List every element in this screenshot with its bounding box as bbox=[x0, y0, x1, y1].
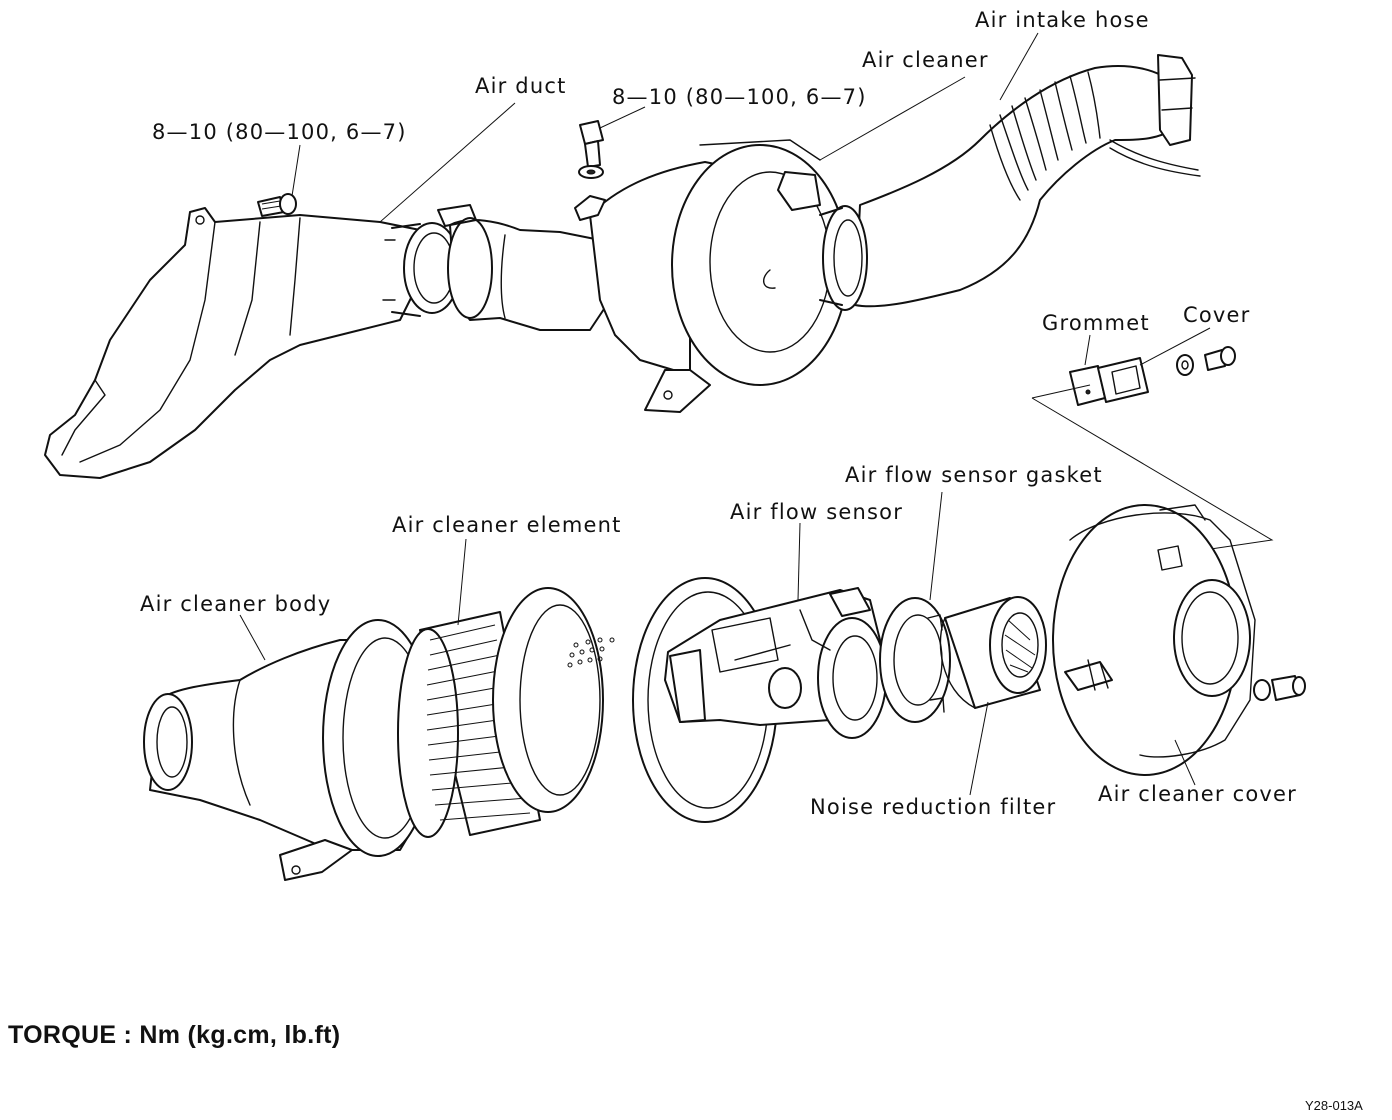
label-air-flow-sensor: Air flow sensor bbox=[730, 500, 904, 524]
label-air-intake-hose: Air intake hose bbox=[975, 8, 1150, 32]
label-torque-duct: 8—10 (80—100, 6—7) bbox=[152, 120, 407, 144]
figure-code: Y28-013A bbox=[1305, 1098, 1363, 1113]
grommet-cover-parts bbox=[1031, 346, 1274, 556]
label-air-cleaner-cover: Air cleaner cover bbox=[1098, 782, 1297, 806]
air-flow-sensor-gasket-part bbox=[879, 597, 951, 723]
duct-bolt bbox=[257, 193, 297, 217]
air-duct-part bbox=[44, 207, 461, 479]
label-air-duct: Air duct bbox=[475, 74, 567, 98]
label-air-cleaner-element: Air cleaner element bbox=[392, 513, 622, 537]
air-cleaner-element-part bbox=[397, 587, 615, 838]
label-air-cleaner: Air cleaner bbox=[862, 48, 989, 72]
cleaner-bolt bbox=[578, 120, 604, 179]
element-perforations bbox=[567, 637, 615, 668]
label-cover: Cover bbox=[1183, 303, 1251, 327]
air-cleaner-canister bbox=[574, 139, 849, 413]
torque-units-note: TORQUE : Nm (kg.cm, lb.ft) bbox=[8, 1021, 341, 1049]
label-air-cleaner-body: Air cleaner body bbox=[140, 592, 332, 616]
air-cleaner-cover-part bbox=[1052, 504, 1306, 776]
leader-lines bbox=[239, 32, 1211, 796]
label-noise-reduction-filter: Noise reduction filter bbox=[810, 795, 1057, 819]
air-flow-sensor-part bbox=[664, 587, 887, 739]
label-torque-cleaner: 8—10 (80—100, 6—7) bbox=[612, 85, 867, 109]
noise-reduction-filter-part bbox=[939, 596, 1047, 709]
label-grommet: Grommet bbox=[1042, 311, 1150, 335]
air-cleaner-body-part bbox=[143, 619, 434, 881]
air-intake-hose-part bbox=[819, 54, 1201, 311]
connector-hose bbox=[437, 204, 611, 331]
label-air-flow-sensor-gasket: Air flow sensor gasket bbox=[845, 463, 1103, 487]
